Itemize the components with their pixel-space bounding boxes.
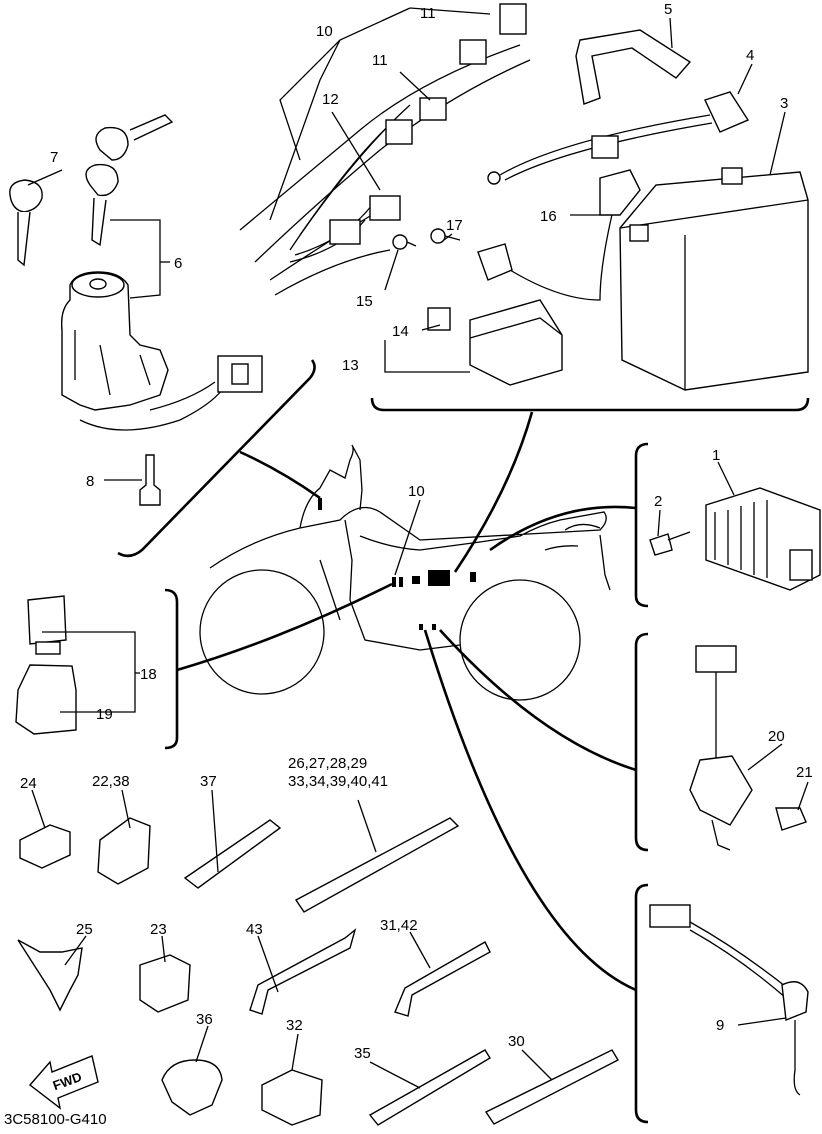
part-label-35: 35	[354, 1045, 371, 1062]
part-label-9: 9	[716, 1017, 724, 1034]
clamp-24	[19, 824, 71, 869]
tie-26-41	[294, 817, 460, 913]
part-label-15: 15	[356, 293, 373, 310]
part-label-4: 4	[746, 47, 754, 64]
wire-harness	[239, 3, 531, 296]
part-label-43: 43	[246, 921, 263, 938]
part-label-12: 12	[322, 91, 339, 108]
part-label-11-top: 11	[420, 5, 436, 22]
clamp-23	[139, 954, 191, 1013]
battery-band	[575, 29, 692, 105]
part-label-24: 24	[20, 775, 37, 792]
part-label-11-mid: 11	[372, 52, 388, 69]
connector-line-rectifier	[489, 505, 637, 552]
part-label-17: 17	[446, 217, 463, 234]
part-label-8: 8	[86, 473, 94, 490]
clamp-36	[161, 1059, 223, 1116]
part-label-19: 19	[96, 706, 113, 723]
part-label-14: 14	[392, 323, 409, 340]
part-label-21: 21	[796, 764, 813, 781]
part-label-18: 18	[140, 666, 157, 683]
part-label-22-38: 22,38	[92, 773, 130, 790]
part-label-26-29: 26,27,28,29	[288, 755, 367, 772]
connector-line-battery	[453, 411, 534, 573]
relay-assembly	[15, 595, 77, 735]
rectifier-regulator	[649, 487, 821, 591]
main-switch-assembly	[60, 271, 263, 506]
tie-30	[484, 1049, 619, 1125]
part-label-1: 1	[712, 447, 720, 464]
part-label-3: 3	[780, 95, 788, 112]
bracket-rectifier-group	[634, 442, 649, 608]
bracket-sensor-group	[634, 632, 649, 852]
bracket-battery-group	[370, 397, 810, 412]
part-label-16: 16	[540, 208, 557, 225]
connector-line-switch	[239, 450, 321, 500]
part-label-31-42: 31,42	[380, 917, 418, 934]
part-label-23: 23	[150, 921, 167, 938]
part-label-6: 6	[174, 255, 182, 272]
tie-37	[183, 819, 282, 889]
fwd-arrow	[28, 1055, 99, 1110]
part-label-20: 20	[768, 728, 785, 745]
connector-line-lead	[423, 629, 637, 992]
part-label-37: 37	[200, 773, 217, 790]
connector-line-relay	[176, 582, 393, 672]
clamp-22-38	[97, 817, 151, 885]
battery	[619, 167, 809, 391]
leader-lines	[27, 7, 809, 1089]
key-set	[9, 114, 174, 267]
part-label-7: 7	[50, 149, 58, 166]
part-label-30: 30	[508, 1033, 525, 1050]
part-label-36: 36	[196, 1011, 213, 1028]
motorcycle-outline	[199, 444, 611, 701]
tie-43	[249, 928, 357, 1015]
bracket-switch-group	[117, 359, 316, 558]
part-label-33-41: 33,34,39,40,41	[288, 773, 388, 790]
diagram-code: 3C58100-G410	[4, 1111, 107, 1128]
part-label-10-top: 10	[316, 23, 333, 40]
connector-line-sensor	[439, 629, 637, 772]
tie-35	[368, 1049, 491, 1126]
battery-cables	[477, 91, 750, 301]
clamp-32	[261, 1069, 323, 1126]
part-label-2: 2	[654, 493, 662, 510]
part-label-13: 13	[342, 357, 359, 374]
starter-relay	[392, 228, 563, 386]
clamp-25	[17, 939, 83, 1012]
part-label-32: 32	[286, 1017, 303, 1034]
lead-assembly	[649, 904, 809, 1096]
bracket-relay-group	[164, 588, 179, 750]
part-label-25: 25	[76, 921, 93, 938]
bracket-lead-group	[634, 883, 649, 1124]
sensor-assembly	[689, 645, 807, 851]
part-label-10-mid: 10	[408, 483, 425, 500]
part-label-5: 5	[664, 1, 672, 18]
tie-31-42	[394, 941, 491, 1017]
